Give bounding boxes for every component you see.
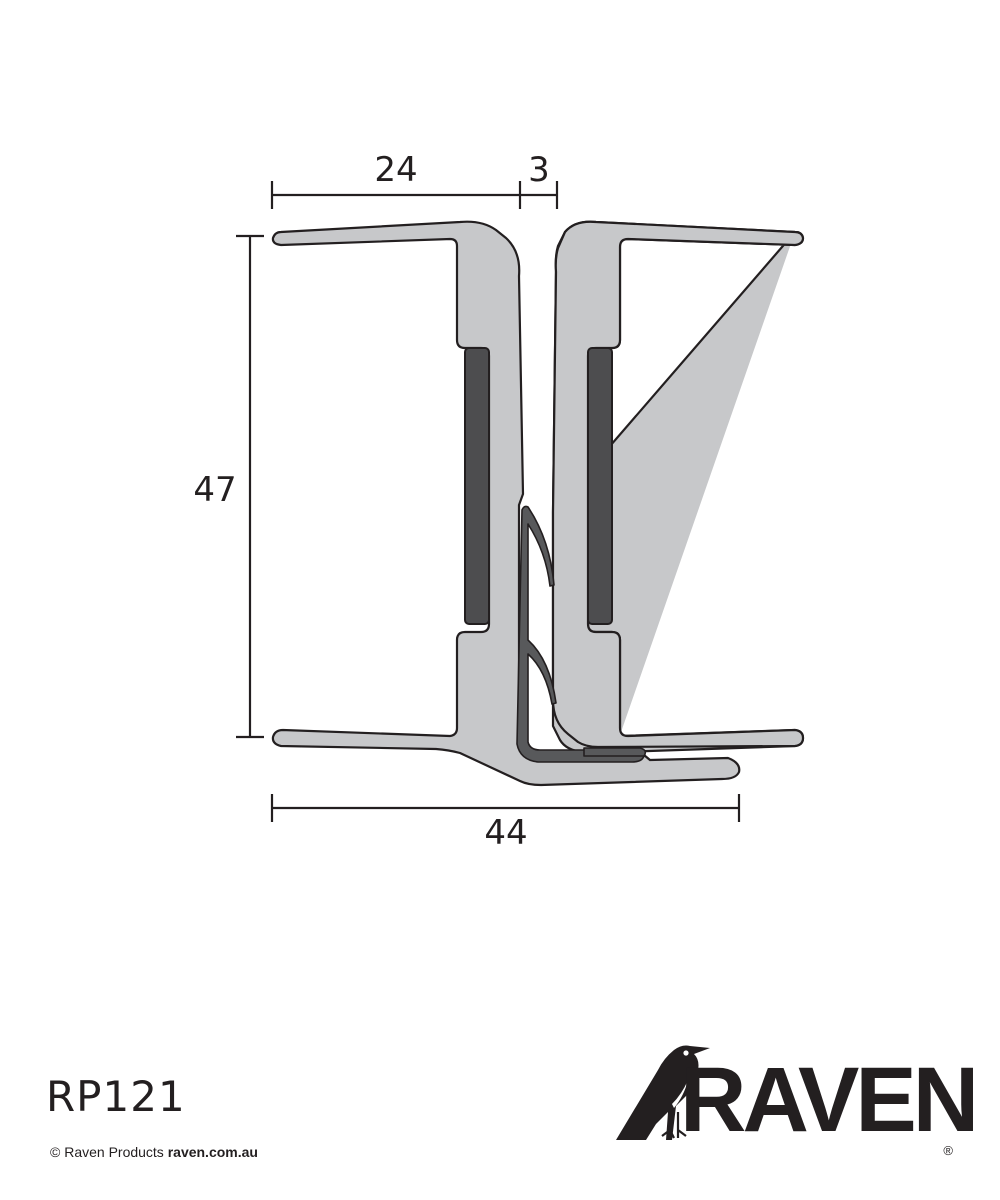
dim-44-label: 44 xyxy=(484,813,527,853)
raven-bird-icon xyxy=(616,1045,710,1140)
product-code: RP121 xyxy=(46,1072,186,1121)
dim-24: 24 xyxy=(270,150,522,209)
right-tape xyxy=(587,347,613,625)
seal-insert xyxy=(516,505,645,763)
copyright-text: © Raven Products xyxy=(50,1144,164,1160)
seal-tail xyxy=(583,747,647,757)
dim-3: 3 xyxy=(520,150,559,209)
dim-44: 44 xyxy=(270,794,741,853)
logo-wordmark: RAVEN xyxy=(680,1049,979,1151)
dim-24-label: 24 xyxy=(374,150,417,190)
footer: © Raven Products raven.com.au xyxy=(50,1144,258,1160)
profile-drawing: 24 3 47 44 xyxy=(193,150,805,853)
dim-47-label: 47 xyxy=(193,470,236,510)
website-link[interactable]: raven.com.au xyxy=(167,1144,258,1160)
raven-logo: RAVEN ® xyxy=(612,1040,979,1158)
dim-3-label: 3 xyxy=(528,150,550,190)
left-tape xyxy=(464,347,490,625)
registered-mark: ® xyxy=(943,1143,953,1158)
dim-47: 47 xyxy=(193,234,264,739)
